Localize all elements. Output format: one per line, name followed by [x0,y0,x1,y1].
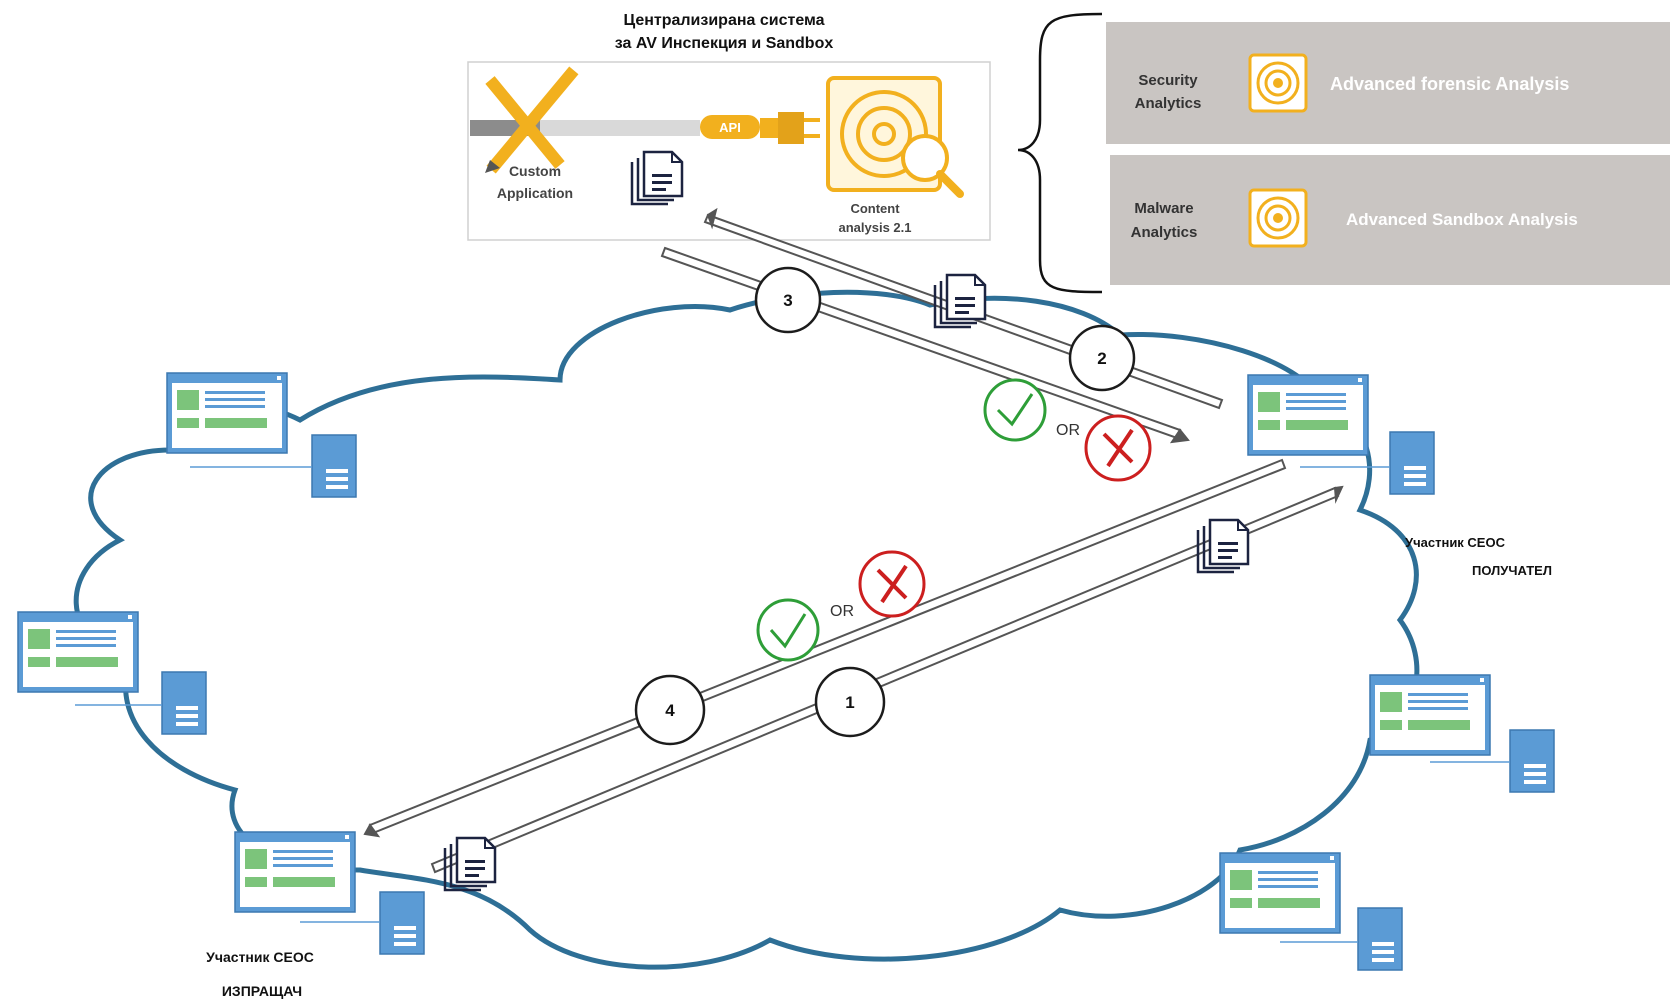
step-4-label: 4 [665,701,675,720]
panel-malware: Malware Analytics Advanced Sandbox Analy… [1110,155,1670,285]
or-label: OR [1056,422,1080,439]
monitor-icon [166,372,288,454]
step-1-circle: 1 [814,666,886,738]
custom-app-label-2: Application [497,185,573,201]
flow-arrow-4 [363,458,1287,838]
receiver-label-line1: Участник СЕОС [1405,535,1506,550]
check-icon [756,598,820,662]
sender-label-line1: Участник СЕОС [206,949,314,965]
radar-icon [826,76,964,198]
flow-arrow-1 [430,485,1344,874]
or-label: OR [830,603,854,620]
panel-security-description: Advanced forensic Analysis [1330,74,1569,94]
workstation-top-left [166,372,357,498]
x-icon [858,550,926,618]
panel-malware-description: Advanced Sandbox Analysis [1346,210,1578,229]
server-icon [1389,431,1435,495]
api-label: API [719,120,741,135]
monitor-icon [1247,374,1369,456]
content-analysis-label-2: analysis 2.1 [839,220,912,235]
panel-malware-name-1: Malware [1134,200,1193,217]
brace [1017,12,1103,294]
step-2-label: 2 [1097,349,1106,368]
workstation-sender [234,831,425,955]
monitor-icon [1369,674,1491,756]
workstation-left [17,611,207,735]
server-icon [1509,729,1555,793]
workstation-receiver [1247,374,1435,495]
workstation-bottom-right [1219,852,1403,971]
central-title-line2: за AV Инспекция и Sandbox [615,35,834,52]
central-title-line1: Централизирана система [623,12,824,29]
api-badge [700,115,760,139]
sender-label-line2: ИЗПРАЩАЧ [222,983,302,999]
monitor-icon [1219,852,1341,934]
server-icon [161,671,207,735]
server-icon [379,891,425,955]
plug-icon [760,112,820,144]
panel-security-name-2: Analytics [1135,95,1202,112]
server-icon [311,434,357,498]
server-icon [1357,907,1403,971]
check-icon [983,378,1047,442]
step-1-label: 1 [845,693,854,712]
step-3-circle: 3 [754,266,822,334]
workstation-right [1369,674,1555,793]
monitor-icon [17,611,139,693]
step-3-label: 3 [783,291,792,310]
panel-malware-name-2: Analytics [1131,224,1198,241]
pencil-ruler-icon [485,66,579,174]
step-2-circle: 2 [1068,324,1136,392]
panel-security-name-1: Security [1138,72,1198,89]
custom-app-label-1: Custom [509,163,561,179]
monitor-icon [234,831,356,913]
receiver-label-line2: ПОЛУЧАТЕЛ [1472,563,1552,578]
x-icon [1084,414,1152,482]
step-4-circle: 4 [634,674,706,746]
panel-security: Security Analytics Advanced forensic Ana… [1106,22,1670,144]
content-analysis-label-1: Content [850,201,900,216]
